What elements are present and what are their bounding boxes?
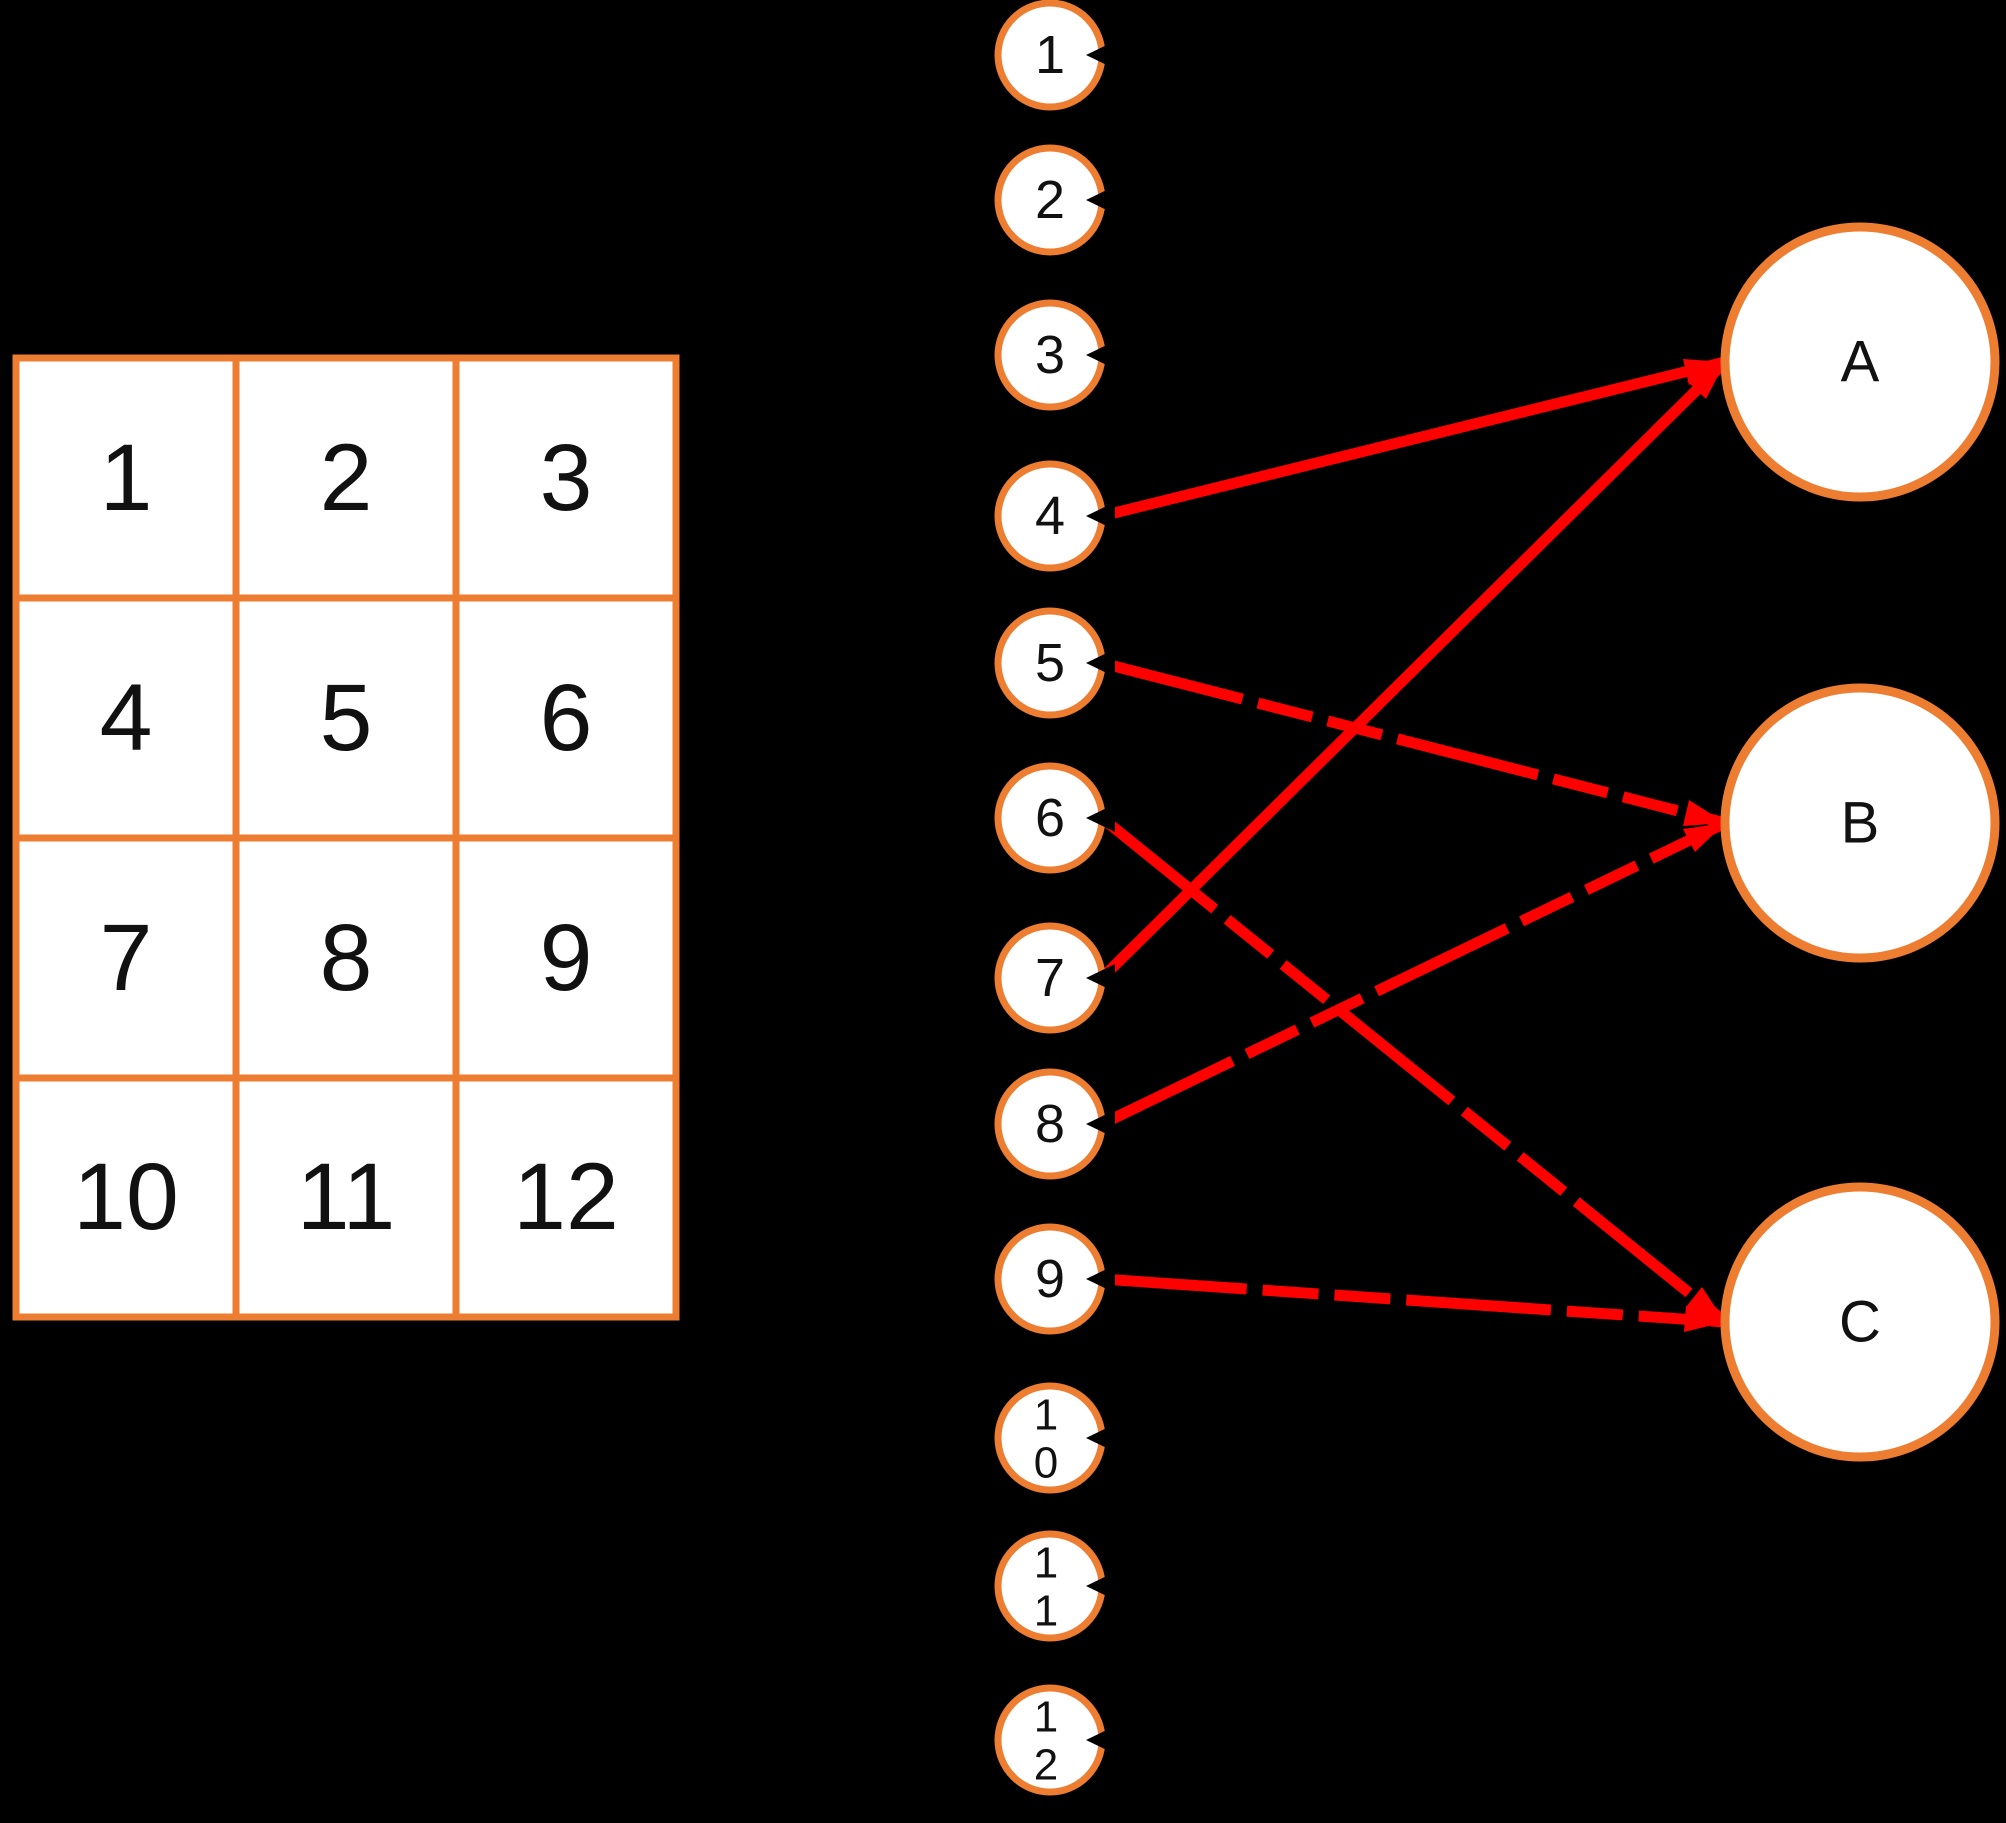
table-cell (12, 1074, 240, 1321)
node-label: 2 (1035, 170, 1065, 230)
node-label: 3 (1035, 325, 1065, 385)
node-label: 2 (1034, 1741, 1058, 1790)
cell-label: 12 (513, 1144, 619, 1250)
cell-label: 6 (540, 665, 593, 771)
arrow-line-4-A (1100, 356, 1727, 522)
cell-label: 9 (540, 905, 593, 1011)
connector-notch-icon (1086, 1424, 1115, 1452)
arrowhead-icon (1684, 1306, 1725, 1332)
cell-label: 5 (320, 665, 373, 771)
connector-notch-icon (1086, 649, 1115, 677)
cell-label: 1 (100, 425, 153, 531)
arrowhead-icon (1687, 362, 1725, 399)
cell-label: 4 (100, 665, 153, 771)
group-label: B (1841, 791, 1880, 856)
connector-notch-icon (1086, 964, 1115, 992)
connector-notch-icon (1086, 1572, 1115, 1600)
group-node-B (1720, 683, 2000, 963)
table-cell (452, 834, 680, 1082)
cell-label: 10 (73, 1144, 179, 1250)
table-cell (12, 354, 240, 602)
cell-label: 7 (100, 905, 153, 1011)
node-label: 1 (1034, 1539, 1058, 1588)
mapping-table: 1 2 3 4 5 6 7 8 9 10 11 12 (12, 354, 680, 1321)
cell-label: 11 (297, 1144, 396, 1250)
connector-notch-icon (1086, 804, 1115, 832)
arrow-line-9-C (1101, 1273, 1726, 1328)
arrow-line-6-C (1098, 813, 1729, 1327)
node-label: 1 (1034, 1587, 1058, 1636)
node-label: 9 (1035, 1249, 1065, 1309)
node-label: 1 (1034, 1693, 1058, 1742)
cell-label: 2 (320, 425, 373, 531)
node-label: 1 (1035, 25, 1065, 85)
group-label: A (1841, 330, 1880, 395)
connector-notch-icon (1086, 1265, 1115, 1293)
connector-notch-icon (1086, 502, 1115, 530)
group-node-C (1720, 1182, 2000, 1462)
connector-notch-icon (1086, 1726, 1115, 1754)
connections (1098, 356, 1729, 1332)
group-nodes: A B C (1720, 222, 2000, 1462)
arrow-line-5-B (1100, 657, 1727, 829)
node-label: 8 (1035, 1094, 1065, 1154)
table-cell (232, 834, 460, 1082)
node-label: 6 (1035, 788, 1065, 848)
node-label: 7 (1035, 948, 1065, 1008)
table-cell (452, 1074, 680, 1321)
group-label: C (1839, 1290, 1881, 1355)
table-cell (232, 354, 460, 602)
arrow-line-7-A (1098, 358, 1729, 982)
cell-label: 8 (320, 905, 373, 1011)
connector-notch-icon (1086, 41, 1115, 69)
arrowhead-icon (1683, 823, 1725, 852)
group-node-A (1720, 222, 2000, 502)
arrow-line-8-B (1099, 818, 1728, 1129)
node-label: 4 (1035, 486, 1065, 546)
table-cell (232, 1074, 460, 1321)
node-label: 5 (1035, 633, 1065, 693)
arrowhead-icon (1683, 800, 1725, 826)
node-label: 1 (1034, 1391, 1058, 1440)
item-nodes: 1 2 3 4 5 6 7 8 9 1 0 1 1 1 2 (994, 0, 1115, 1796)
connector-notch-icon (1086, 1110, 1115, 1138)
connector-notch-icon (1086, 341, 1115, 369)
table-cell (452, 354, 680, 602)
cell-label: 3 (540, 425, 593, 531)
arrowhead-icon (1686, 1287, 1725, 1322)
connector-notch-icon (1086, 186, 1115, 214)
node-label: 0 (1034, 1439, 1058, 1488)
